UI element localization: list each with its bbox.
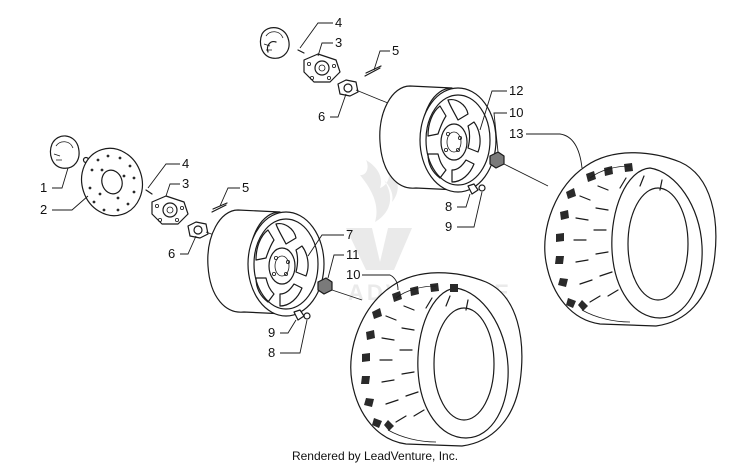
- rear-valve-stem: [467, 183, 486, 195]
- callout-13: 13: [509, 126, 523, 141]
- rear-tire-axis: [503, 163, 549, 187]
- rear-lug-nut: [489, 151, 505, 169]
- callout-12: 12: [509, 83, 523, 98]
- front-valve-stem: [293, 309, 311, 321]
- brake-disc: [80, 147, 144, 217]
- callout-3-rear: 3: [335, 35, 342, 50]
- rear-wheel-rim: [379, 85, 497, 193]
- callout-10-rear: 10: [509, 105, 523, 120]
- front-lug-nut: [317, 277, 333, 295]
- rear-hub-nut: [337, 79, 359, 97]
- rear-tire: [544, 152, 717, 327]
- front-wheel-rim: [207, 209, 325, 317]
- front-stud: [145, 189, 153, 195]
- callout-2: 2: [40, 202, 47, 217]
- callout-7: 7: [346, 227, 353, 242]
- callout-4-front: 4: [182, 156, 189, 171]
- rear-wheel-hub: [303, 53, 341, 83]
- callout-8-rear: 8: [445, 199, 452, 214]
- callout-9-rear: 9: [445, 219, 452, 234]
- callout-5-front: 5: [242, 180, 249, 195]
- callout-11: 10: [346, 267, 360, 282]
- front-wheel-hub: [151, 195, 189, 225]
- callout-1: 1: [40, 180, 47, 195]
- callout-8-front: 9: [268, 325, 275, 340]
- callout-3-front: 3: [182, 176, 189, 191]
- front-hub-nut: [187, 221, 209, 239]
- callout-5-rear: 5: [392, 43, 399, 58]
- callout-6-rear: 6: [318, 109, 325, 124]
- callout-4-rear: 4: [335, 15, 342, 30]
- rear-stud: [297, 49, 305, 54]
- footer-credit: Rendered by LeadVenture, Inc.: [291, 449, 459, 463]
- front-tire: [350, 272, 523, 447]
- front-axle-hub: [49, 135, 90, 169]
- front-cotter-pin: [211, 202, 228, 213]
- callout-9-front: 8: [268, 345, 275, 360]
- front-tire-axis: [331, 289, 363, 301]
- rear-cotter-pin: [364, 65, 382, 77]
- callout-10-front: 11: [346, 247, 360, 262]
- callouts: 4 3 5 6 12 10 13 8 9 4 3 5 1: [40, 15, 583, 360]
- callout-6-front: 6: [168, 246, 175, 261]
- rear-axle-hub: [259, 27, 290, 59]
